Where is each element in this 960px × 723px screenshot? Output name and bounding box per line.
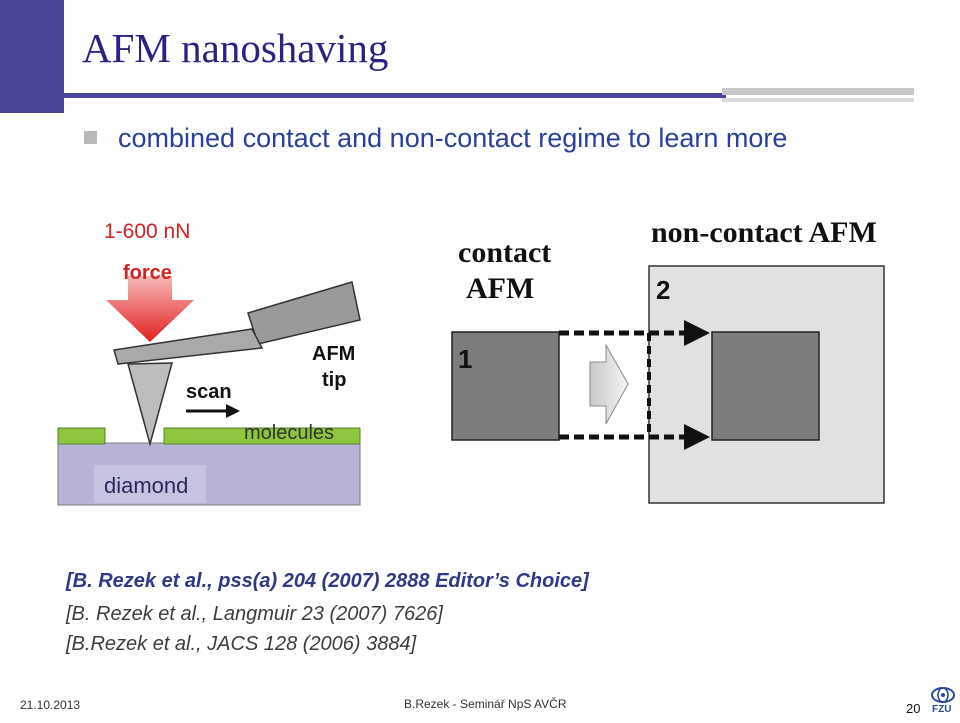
header-underline-gray-thin: [722, 98, 914, 102]
page-number: 20: [906, 701, 921, 716]
fzu-logo-text: FZU: [932, 704, 952, 715]
afm-tip-label-line2: tip: [322, 369, 346, 391]
contact-square: [451, 331, 560, 441]
connector-arrow-top-icon: [684, 320, 710, 346]
molecules-label: molecules: [244, 422, 334, 444]
molecules-layer-left: [57, 427, 106, 445]
bullet-square-icon: [84, 131, 97, 144]
footer-date: 21.10.2013: [20, 698, 81, 712]
contact-label-line1: contact: [458, 236, 551, 269]
reference-2: [B. Rezek et al., Langmuir 23 (2007) 762…: [66, 603, 443, 625]
footer-center: B.Rezek - Seminář NpS AVČR: [404, 697, 567, 711]
afm-tip-pyramid: [127, 362, 173, 447]
afm-cantilever: [113, 328, 264, 365]
noncontact-square: [711, 331, 820, 441]
connector-arrow-bottom-icon: [684, 424, 710, 450]
transition-arrow-icon: [589, 343, 629, 425]
bullet-text: combined contact and non-contact regime …: [118, 123, 788, 153]
header-underline-gray: [722, 88, 914, 95]
box2-label: 2: [656, 275, 670, 305]
contact-label-line2: AFM: [466, 272, 534, 305]
fzu-logo-icon: FZU: [930, 686, 956, 718]
scan-arrow-icon: [226, 404, 240, 418]
force-label: force: [123, 262, 172, 284]
noncontact-label: non-contact AFM: [651, 216, 877, 249]
header-underline: [40, 93, 726, 98]
reference-3: [B.Rezek et al., JACS 128 (2006) 3884]: [66, 633, 417, 655]
molecules-layer-right: [163, 427, 361, 445]
diamond-label: diamond: [104, 473, 188, 498]
afm-chip: [247, 281, 361, 345]
reference-1: [B. Rezek et al., pss(a) 204 (2007) 2888…: [66, 570, 589, 592]
page-title: AFM nanoshaving: [82, 25, 389, 71]
box1-label: 1: [458, 344, 472, 374]
diamond-label-box: [94, 465, 206, 503]
scan-label: scan: [186, 381, 232, 403]
afm-tip-label-line1: AFM: [312, 343, 355, 365]
force-arrow-icon: [106, 276, 194, 342]
force-value: 1-600 nN: [104, 220, 190, 243]
